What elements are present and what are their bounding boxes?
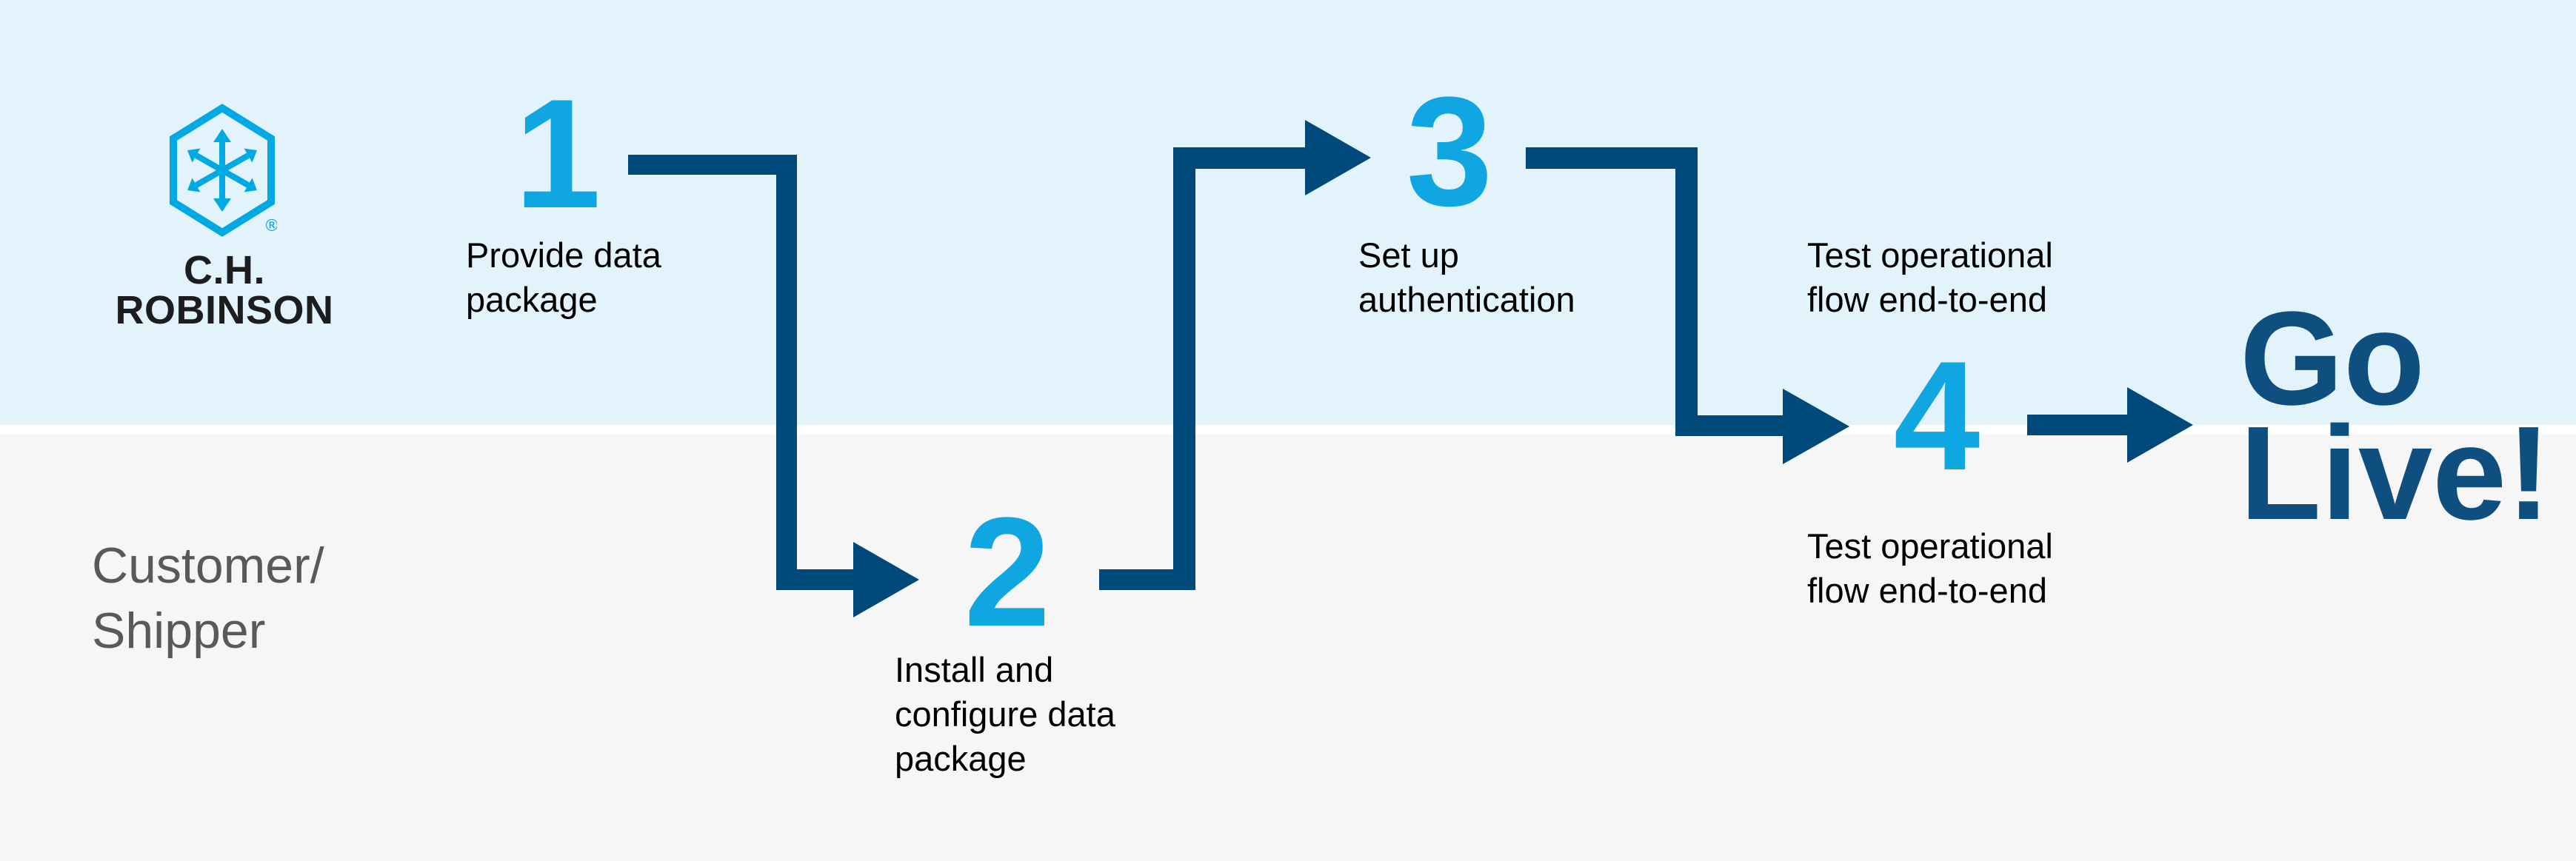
connector-3-horizontal	[1526, 147, 1698, 169]
connector-4-horizontal	[2027, 415, 2128, 435]
arrowhead-into-go-live-icon	[2127, 387, 2193, 463]
hexagon-arrows-logo-icon: ®	[170, 104, 277, 237]
connector-2-horizontal-2	[1174, 147, 1306, 169]
connector-1-horizontal-2	[776, 569, 855, 590]
customer-shipper-label: Customer/ Shipper	[92, 537, 324, 659]
go-live-text: Go Live!	[2240, 284, 2552, 548]
step-4-label-below: Test operational flow end-to-end	[1807, 526, 2053, 610]
step-1-number: 1	[514, 67, 601, 241]
step-1-label: Provide data package	[466, 235, 661, 319]
step-2-number: 2	[964, 485, 1051, 659]
arrowhead-into-step-3-icon	[1305, 120, 1371, 195]
lane-chrobinson	[0, 0, 2576, 425]
connector-1-vertical	[776, 155, 797, 590]
arrowhead-into-step-4-icon	[1783, 389, 1849, 464]
registered-mark: ®	[264, 217, 277, 235]
lane-customer-shipper	[0, 435, 2576, 861]
step-4-label-above: Test operational flow end-to-end	[1807, 235, 2053, 319]
chrobinson-wordmark: C.H. ROBINSON	[115, 248, 334, 332]
connector-1-horizontal	[628, 155, 797, 175]
step-2-label: Install and configure data package	[895, 650, 1115, 778]
step-4-number: 4	[1893, 329, 1981, 503]
step-3-number: 3	[1406, 64, 1493, 238]
connector-3-horizontal-2	[1675, 415, 1783, 436]
arrowhead-into-step-2-icon	[853, 542, 919, 617]
connector-3-vertical	[1675, 147, 1698, 436]
connector-2-vertical	[1173, 147, 1195, 590]
step-3-label: Set up authentication	[1358, 235, 1575, 319]
